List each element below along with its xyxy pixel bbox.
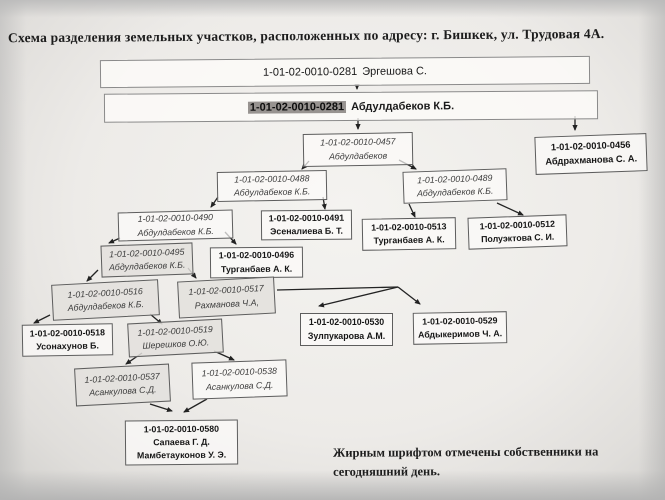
legend-note: Жирным шрифтом отмечены собственники на … [332,444,599,480]
node-0580: 1-01-02-0010-0580 Сапаева Г. Д. Мамбетау… [124,419,239,466]
cadastral-number: 1-01-02-0010-0529 [422,315,498,327]
node-0538: 1-01-02-0010-0538 Асанкулова С.Д. [191,359,288,400]
owner-name: Асанкулова С.Д. [205,379,274,392]
cadastral-number: 1-01-02-0010-0491 [268,212,345,224]
node-0496: 1-01-02-0010-0496 Турганбаев А. К. [209,246,304,279]
owner-name: Сапаева Г. Д. [153,436,210,448]
owner-name: Эргешова С. [362,65,428,78]
node-0513: 1-01-02-0010-0513 Турганбаев А. К. [361,217,457,251]
owner-name: Абдулдабеков К.Б. [108,259,186,273]
owner-name: Усонахунов Б. [36,340,99,352]
owner-name: Абдулдабеков [328,149,388,162]
node-0519: 1-01-02-0010-0519 Шерешков О.Ю. [127,318,224,358]
node-0529: 1-01-02-0010-0529 Абдыкеримов Ч. А. [412,311,508,345]
owner-name: Абдрахманова С. А. [545,153,638,167]
node-0537: 1-01-02-0010-0537 Асанкулова С.Д. [74,363,171,407]
owner-name: Шерешков О.Ю. [142,337,210,351]
owner-name: Асанкулова С.Д. [88,384,157,398]
node-0530: 1-01-02-0010-0530 Зулпукарова А.М. [300,313,393,346]
owner-name-2: Мамбетауконов У. Э. [136,449,227,461]
owner-name: Турганбаев А. К. [373,234,445,246]
owner-name: Абдулдабеков К.Б. [67,299,145,313]
owner-name: Абдулдабеков К.Б. [416,185,494,199]
page-title: Схема разделения земельных участков, рас… [7,26,605,46]
node-0281-ergeshova: 1-01-02-0010-0281 Эргешова С. [99,55,591,89]
node-0495: 1-01-02-0010-0495 Абдулдабеков К.Б. [100,242,194,278]
cadastral-number: 1-01-02-0010-0457 [320,136,396,148]
node-0491: 1-01-02-0010-0491 Эсеналиева Б. Т. [260,209,353,241]
node-0512: 1-01-02-0010-0512 Полуэктова С. И. [467,214,568,250]
cadastral-number: 1-01-02-0010-0496 [218,249,295,261]
cadastral-number-highlighted: 1-01-02-0010-0281 [247,100,347,114]
cadastral-number: 1-01-02-0010-0281 [262,65,358,79]
owner-name: Абдулдабеков К.Б. [233,186,311,198]
node-0517: 1-01-02-0010-0517 Рахманова Ч.А, [177,276,276,319]
node-0456: 1-01-02-0010-0456 Абдрахманова С. А. [534,133,648,175]
node-0490: 1-01-02-0010-0490 Абдулдабеков К.Б. [117,209,234,242]
node-0281-abduldabekov: 1-01-02-0010-0281 Абдулдабеков К.Б. [103,90,599,123]
cadastral-number: 1-01-02-0010-0530 [308,317,385,328]
owner-name: Эсеналиева Б. Т. [270,225,344,237]
owner-name: Абдыкеримов Ч. А. [417,328,503,340]
owner-name: Зулпукарова А.М. [307,330,386,341]
node-0516: 1-01-02-0010-0516 Абдулдабеков К.Б. [51,279,160,321]
owner-name: Абдулдабеков К.Б. [137,225,214,238]
cadastral-number: 1-01-02-0010-0488 [234,173,310,185]
node-0518: 1-01-02-0010-0518 Усонахунов Б. [21,323,114,357]
owner-name: Рахманова Ч.А, [194,296,260,311]
node-0457: 1-01-02-0010-0457 Абдулдабеков [302,132,414,167]
node-0488: 1-01-02-0010-0488 Абдулдабеков К.Б. [216,170,328,202]
owner-name: Полуэктова С. И. [480,231,555,245]
node-0489: 1-01-02-0010-0489 Абдулдабеков К.Б. [402,168,508,204]
cadastral-number: 1-01-02-0010-0513 [371,221,447,233]
cadastral-number: 1-01-02-0010-0518 [29,327,106,339]
cadastral-number: 1-01-02-0010-0580 [143,423,220,435]
owner-name: Абдулдабеков К.Б. [351,99,455,113]
owner-name: Турганбаев А. К. [220,263,293,274]
